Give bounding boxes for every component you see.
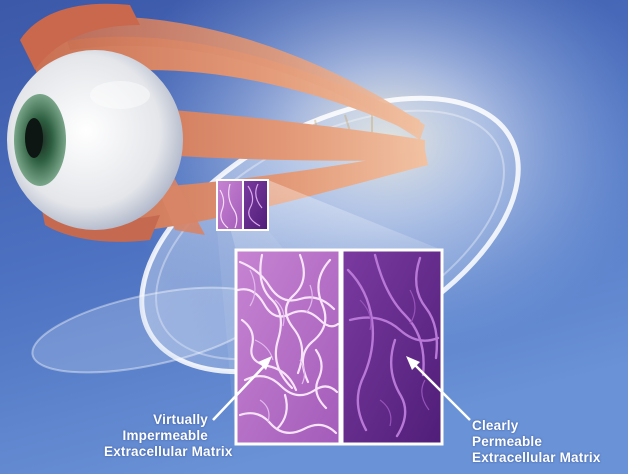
caption-right-line-1: Clearly (472, 418, 628, 434)
caption-right-line-3: Extracellular Matrix (472, 450, 628, 466)
tissue-magnification-left (236, 250, 340, 444)
caption-impermeable: Virtually Impermeable Extracellular Matr… (104, 412, 208, 460)
caption-right-line-2: Permeable (472, 434, 628, 450)
eyeball (7, 50, 183, 230)
caption-left-line-2: Impermeable (104, 428, 208, 444)
caption-left-line-1: Virtually (104, 412, 208, 428)
caption-permeable: Clearly Permeable Extracellular Matrix (472, 418, 628, 466)
caption-left-line-3: Extracellular Matrix (104, 444, 208, 460)
tissue-magnification-right (342, 250, 442, 444)
tissue-inset-small (217, 180, 268, 230)
